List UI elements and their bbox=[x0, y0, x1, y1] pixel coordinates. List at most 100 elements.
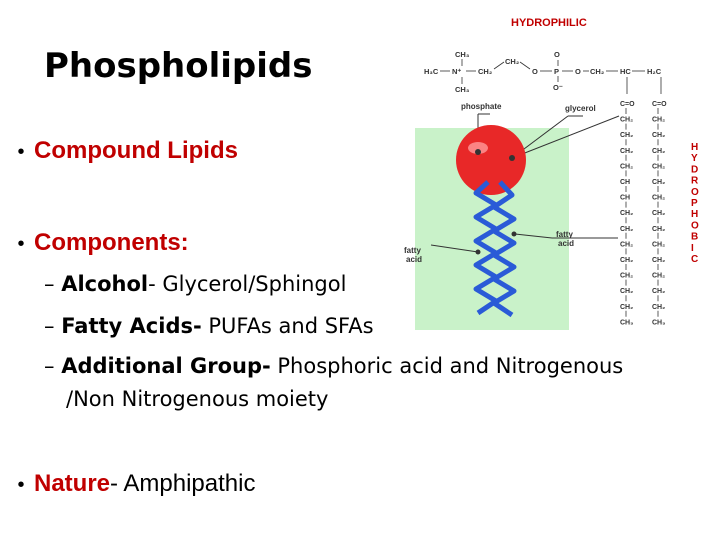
bullet-highlight: Compound Lipids bbox=[34, 137, 238, 164]
chain-left-atom: CH bbox=[620, 179, 630, 186]
polar-head bbox=[456, 125, 526, 195]
fatty-acid-label-right-2: acid bbox=[558, 239, 574, 248]
sub-item-continuation: /Non Nitrogenous moiety bbox=[66, 387, 329, 411]
chain-left-atom: CH₂ bbox=[620, 210, 633, 217]
chain-right-atom: CH₂ bbox=[652, 226, 665, 233]
chain-left-atom: CH₂ bbox=[620, 241, 633, 248]
hydrophobic-letter: O bbox=[691, 220, 699, 231]
phosphate-label: phosphate bbox=[461, 102, 502, 111]
hydrophobic-letter: H bbox=[691, 142, 698, 153]
fatty-acid-label-left-2: acid bbox=[406, 255, 422, 264]
formula-h3c: H₃C bbox=[424, 67, 439, 76]
head-formula: CH₃ H₃C N⁺ CH₂ CH₂ O P O O⁻ O CH₂ HC H₂C… bbox=[424, 50, 662, 94]
chain-left-atom: CH₂ bbox=[620, 226, 633, 233]
formula-o1: O bbox=[532, 67, 538, 76]
sub-text: PUFAs and SFAs bbox=[201, 314, 374, 338]
formula-o2: O bbox=[575, 67, 581, 76]
head-bonds bbox=[440, 59, 662, 94]
hydrophobic-letter: H bbox=[691, 209, 698, 220]
bullet-nature: • Nature- Amphipathic bbox=[8, 470, 255, 498]
formula-ch3-bottom: CH₃ bbox=[455, 85, 470, 94]
bullet-highlight: Components: bbox=[34, 229, 189, 256]
formula-o-top: O bbox=[554, 50, 560, 59]
chain-right-atom: CH₂ bbox=[652, 210, 665, 217]
hydrophobic-letter: C bbox=[691, 254, 698, 265]
head-dot-right bbox=[509, 155, 515, 161]
formula-ch3-top: CH₃ bbox=[455, 50, 470, 59]
chain-left-atom: CH₂ bbox=[620, 273, 633, 280]
chain-right-atom: CH₂ bbox=[652, 288, 665, 295]
sub-bold: Alcohol bbox=[61, 272, 149, 296]
bullet-components: • Components: bbox=[8, 229, 189, 257]
hydrophobic-letter: O bbox=[691, 187, 699, 198]
chain-left-atom: CH₃ bbox=[620, 319, 633, 326]
chain-left-atom: CH₂ bbox=[620, 148, 633, 155]
head-dot-left bbox=[475, 149, 481, 155]
sub-item-alcohol: – Alcohol- Glycerol/Sphingol bbox=[44, 272, 346, 296]
hydrophobic-letter: D bbox=[691, 164, 698, 175]
formula-ch2c: CH₂ bbox=[590, 67, 604, 76]
formula-hc: HC bbox=[620, 67, 631, 76]
bullet-dot: • bbox=[17, 141, 25, 163]
fatty-acid-label-left-1: fatty bbox=[404, 246, 421, 255]
chain-left-atom: CH₂ bbox=[620, 163, 633, 170]
chain-left-atom: CH₂ bbox=[620, 304, 633, 311]
hydrophobic-letter: P bbox=[691, 198, 698, 209]
chain-right-atom: CH₂ bbox=[652, 257, 665, 264]
hydrophobic-letter: B bbox=[691, 232, 698, 243]
chain-left-atom: CH₂ bbox=[620, 288, 633, 295]
sub-item-additional-group: – Additional Group- Phosphoric acid and … bbox=[44, 354, 623, 378]
bullet-compound-lipids: • Compound Lipids bbox=[8, 137, 238, 165]
chain-left-atom: CH bbox=[620, 195, 630, 202]
formula-p: P bbox=[554, 67, 559, 76]
chain-right-atom: C=O bbox=[652, 101, 667, 108]
sub-text: - Glycerol/Sphingol bbox=[148, 272, 347, 296]
chain-right-atom: CH₂ bbox=[652, 179, 665, 186]
bullet-dot: • bbox=[17, 474, 25, 496]
formula-h2c: H₂C bbox=[647, 67, 662, 76]
chain-right-atom: CH₂ bbox=[652, 273, 665, 280]
chain-left-atom: CH₂ bbox=[620, 117, 633, 124]
chain-right-atom: CH₃ bbox=[652, 319, 665, 326]
hydrophilic-label: HYDROPHILIC bbox=[511, 17, 587, 29]
hydrophobic-letter: R bbox=[691, 176, 699, 187]
chain-left-atom: CH₂ bbox=[620, 132, 633, 139]
sub-bold: Fatty Acids- bbox=[61, 314, 202, 338]
tail-dot-right bbox=[511, 231, 517, 237]
sub-bold: Additional Group- bbox=[61, 354, 271, 378]
chain-right-atom: CH₂ bbox=[652, 132, 665, 139]
hydrophobic-letter: I bbox=[691, 243, 694, 254]
fatty-acid-tail-right bbox=[491, 180, 517, 318]
glycerol-label: glycerol bbox=[565, 104, 596, 113]
formula-n: N⁺ bbox=[452, 67, 461, 76]
chain-right-atom: CH₂ bbox=[652, 148, 665, 155]
phospholipid-diagram: HYDROPHILIC CH₃ H₃C N⁺ CH₂ CH₂ O P O O⁻ … bbox=[404, 17, 699, 330]
slide-title: Phospholipids bbox=[44, 46, 313, 86]
fatty-acid-tail-left bbox=[473, 180, 499, 316]
chain-right-atom: CH₂ bbox=[652, 163, 665, 170]
bullet-dot: • bbox=[17, 233, 25, 255]
sub-item-fatty-acids: – Fatty Acids- PUFAs and SFAs bbox=[44, 314, 374, 338]
formula-ch2b: CH₂ bbox=[505, 57, 519, 66]
chain-right: C=O CH₂ CH₂ CH₂ CH₂ CH₂ CH₂ CH₂ CH₂ CH₂ CH₂ CH₂ CH₂ C… bbox=[652, 101, 667, 326]
head-highlight bbox=[468, 142, 488, 154]
formula-ch2a: CH₂ bbox=[478, 67, 492, 76]
sub-dash: – bbox=[44, 354, 55, 378]
chain-right-atom: CH₂ bbox=[652, 117, 665, 124]
chain-right-atom: CH₂ bbox=[652, 241, 665, 248]
fatty-acid-label-right-1: fatty bbox=[556, 230, 573, 239]
bullet-rest: - Amphipathic bbox=[110, 470, 256, 497]
hydrophobic-letter: Y bbox=[691, 153, 698, 164]
sub-dash: – bbox=[44, 314, 55, 338]
sub-dash: – bbox=[44, 272, 55, 296]
chain-left-atom: CH₂ bbox=[620, 257, 633, 264]
chain-left: C=O CH₂ CH₂ CH₂ CH₂ CH CH CH₂ CH₂ CH₂ CH₂ CH₂ CH₂ CH₂… bbox=[620, 101, 635, 326]
chain-right-atom: CH₂ bbox=[652, 195, 665, 202]
chain-left-atom: C=O bbox=[620, 101, 635, 108]
chain-right-atom: CH₂ bbox=[652, 304, 665, 311]
sub-text: Phosphoric acid and Nitrogenous bbox=[270, 354, 624, 378]
bullet-highlight: Nature bbox=[34, 470, 111, 497]
tail-dot-left bbox=[475, 249, 481, 255]
formula-o-bottom: O⁻ bbox=[553, 83, 563, 92]
